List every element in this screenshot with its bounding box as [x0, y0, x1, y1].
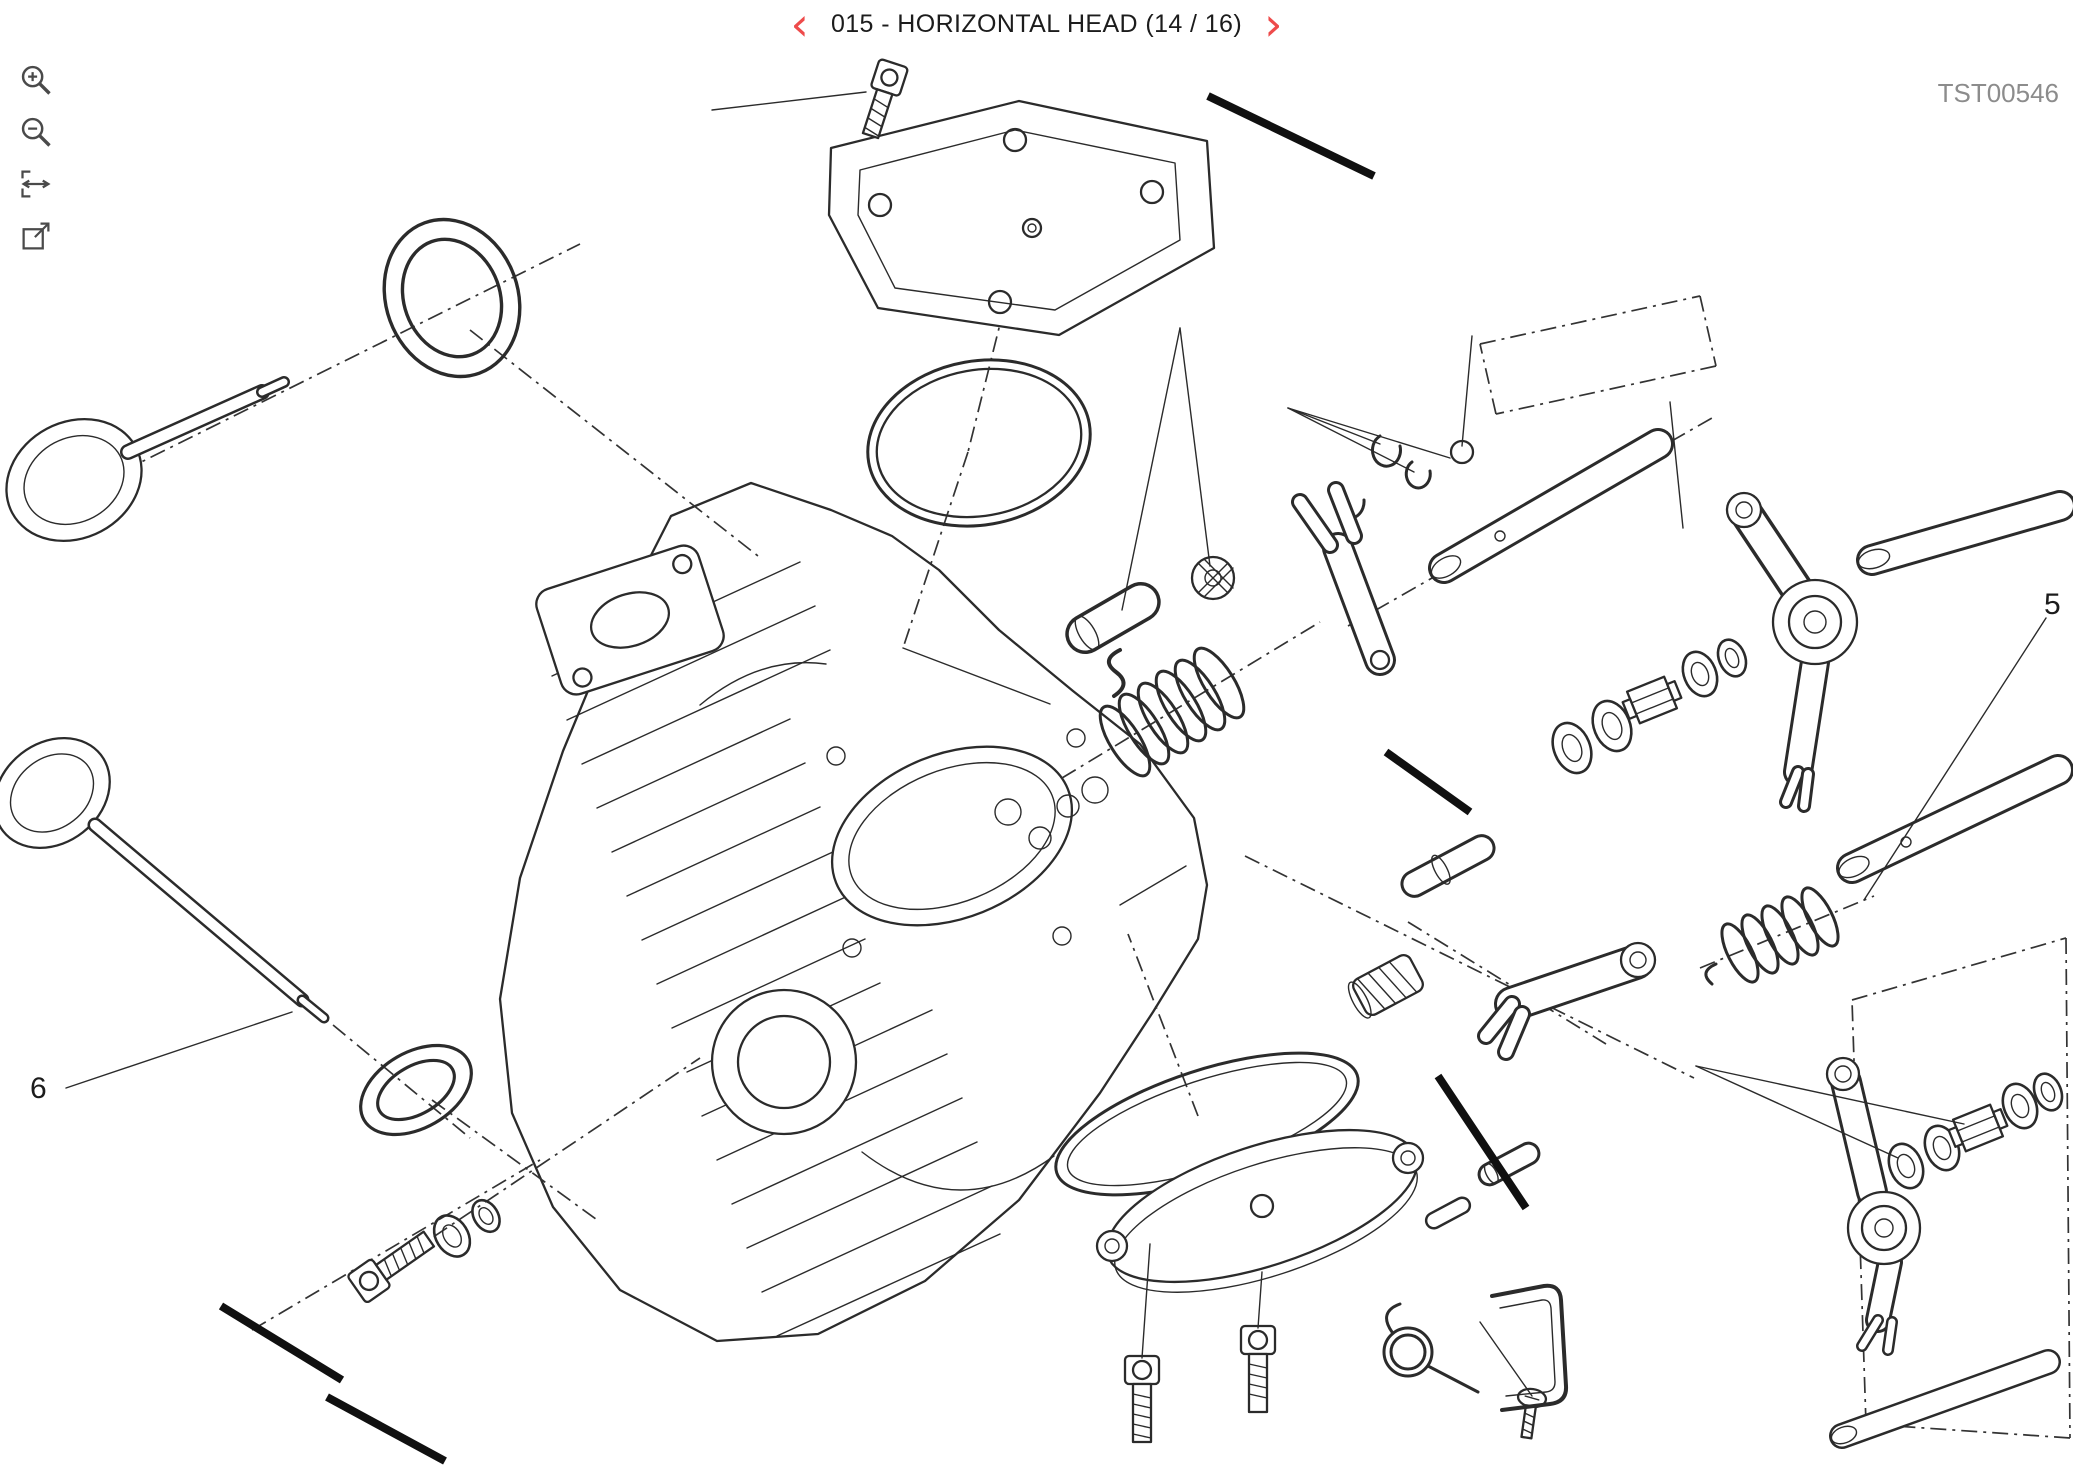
cylinder-head — [498, 481, 1209, 1343]
cover-bolt — [861, 58, 909, 140]
cover-bolt-bottom-1 — [1123, 1354, 1161, 1444]
page-title: 015 - HORIZONTAL HEAD (14 / 16) — [830, 9, 1243, 38]
open-window-button[interactable] — [18, 218, 54, 254]
spacer-cylinder — [1477, 1141, 1541, 1187]
valve-collets — [1332, 434, 1475, 520]
rocker-shaft-2 — [1856, 490, 2073, 576]
retainer-bracket — [1490, 1283, 1569, 1412]
valve-seal-ring-upper — [382, 217, 522, 379]
valve-seal-ring-lower — [359, 1043, 473, 1137]
shim-set-middle — [1551, 638, 1748, 775]
part-ref-label-right: 5 — [2044, 588, 2061, 621]
zoom-in-button[interactable] — [18, 62, 54, 98]
leader-lines — [65, 91, 2047, 1397]
part-ref-label-left: 6 — [30, 1072, 47, 1105]
head-details — [699, 647, 1187, 1191]
valve-cover — [827, 99, 1216, 337]
washer-left — [432, 1198, 501, 1258]
opening-rocker-arm-lower — [1477, 941, 1657, 1061]
valve-bore-opening — [830, 745, 1080, 927]
spacer-cylinder-small — [1424, 1196, 1472, 1230]
torsion-clip — [1382, 1302, 1480, 1394]
prev-page-button[interactable]: ‹ — [787, 1, 813, 47]
valve-spring-lower — [1704, 886, 1840, 986]
zoom-out-icon — [21, 117, 51, 147]
tappet-bucket — [1065, 582, 1161, 654]
bold-marks — [218, 92, 1530, 1465]
center-lines-right — [251, 155, 2071, 1439]
closing-rocker-arm-upper — [1725, 491, 1859, 813]
fit-view-icon — [21, 170, 51, 198]
fit-view-button[interactable] — [18, 166, 54, 202]
drawing-code: TST00546 — [1937, 78, 2059, 108]
threaded-plug-upper — [1190, 555, 1236, 601]
rocker-shaft-1 — [1428, 428, 1674, 584]
intake-flange — [535, 544, 725, 696]
shim-set-bottom-right — [1887, 1072, 2064, 1190]
exhaust-boss — [710, 988, 858, 1136]
head-bolt-left — [347, 1230, 436, 1304]
zoom-out-button[interactable] — [18, 114, 54, 150]
valve-spring-upper — [1098, 646, 1246, 778]
zoom-in-icon — [21, 65, 51, 95]
exhaust-valve — [0, 736, 330, 1024]
bottom-cover — [1095, 1128, 1425, 1293]
opening-rocker-arm-upper — [1291, 481, 1396, 676]
rocker-shaft-3 — [1836, 754, 2073, 884]
page-header: ‹ 015 - HORIZONTAL HEAD (14 / 16) › — [787, 1, 1287, 47]
threaded-plug-lower — [1347, 953, 1424, 1019]
open-window-icon — [22, 222, 50, 250]
cover-bolt-bottom-2 — [1239, 1324, 1277, 1414]
next-page-button[interactable]: › — [1260, 1, 1286, 47]
closing-rocker-arm-lower — [1825, 1056, 1922, 1356]
cover-o-ring — [866, 358, 1092, 528]
zoom-toolbar — [18, 62, 54, 254]
valve-guide — [1400, 834, 1496, 898]
rocker-shaft-4 — [1829, 1349, 2061, 1449]
intake-valve — [5, 376, 290, 542]
